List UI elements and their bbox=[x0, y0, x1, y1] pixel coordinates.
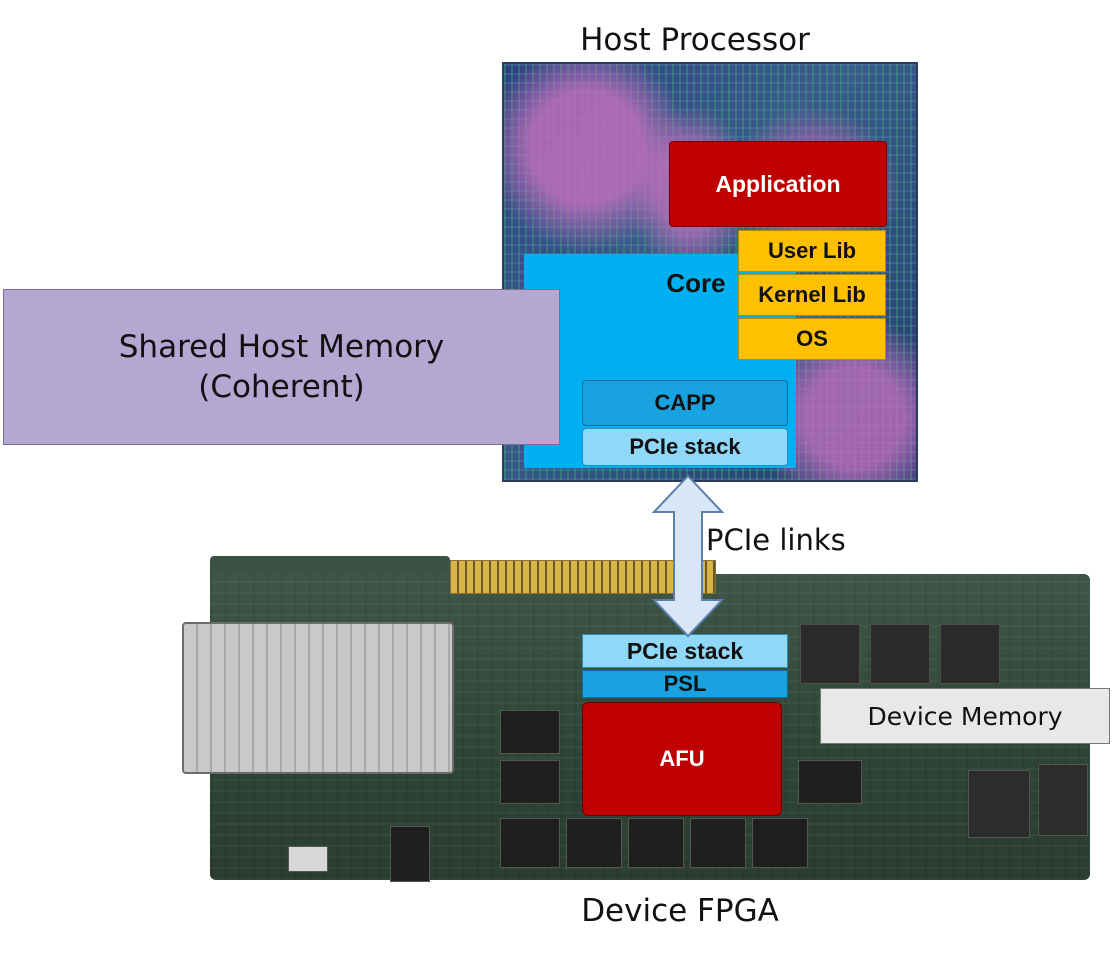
core-label: Core bbox=[666, 267, 726, 298]
host-pcie-stack: PCIe stack bbox=[582, 428, 788, 466]
connector-chip bbox=[288, 846, 328, 872]
memory-chip bbox=[800, 624, 860, 684]
shared-host-memory-line1: Shared Host Memory bbox=[118, 329, 445, 365]
application-block: Application bbox=[669, 141, 887, 227]
os-block: OS bbox=[738, 318, 886, 360]
host-processor-title: Host Processor bbox=[580, 22, 810, 58]
memory-chip bbox=[566, 818, 622, 868]
memory-chip bbox=[500, 760, 560, 804]
kernel-lib-block: Kernel Lib bbox=[738, 274, 886, 316]
shared-host-memory-line2: (Coherent) bbox=[198, 369, 365, 405]
memory-chip bbox=[752, 818, 808, 868]
sfp-cage bbox=[182, 622, 454, 774]
device-fpga-title: Device FPGA bbox=[581, 893, 779, 929]
regulator-chip bbox=[390, 826, 430, 882]
memory-chip bbox=[500, 818, 560, 868]
memory-chip bbox=[690, 818, 746, 868]
memory-chip bbox=[870, 624, 930, 684]
memory-chip bbox=[798, 760, 862, 804]
memory-chip bbox=[940, 624, 1000, 684]
transformer-chip bbox=[1038, 764, 1088, 836]
afu-block: AFU bbox=[582, 702, 782, 816]
pcie-link-arrow bbox=[652, 474, 724, 638]
device-pcie-stack: PCIe stack bbox=[582, 634, 788, 668]
device-memory: Device Memory bbox=[820, 688, 1110, 744]
memory-chip bbox=[500, 710, 560, 754]
capp-block: CAPP bbox=[582, 380, 788, 426]
pcie-edge-connector bbox=[450, 560, 716, 594]
pcie-links-label: PCIe links bbox=[706, 523, 846, 557]
psl-block: PSL bbox=[582, 670, 788, 698]
shared-host-memory: Shared Host Memory (Coherent) bbox=[3, 289, 560, 445]
memory-chip bbox=[628, 818, 684, 868]
pcie-link-arrow-shape bbox=[652, 474, 724, 638]
user-lib-block: User Lib bbox=[738, 230, 886, 272]
transformer-chip bbox=[968, 770, 1030, 838]
